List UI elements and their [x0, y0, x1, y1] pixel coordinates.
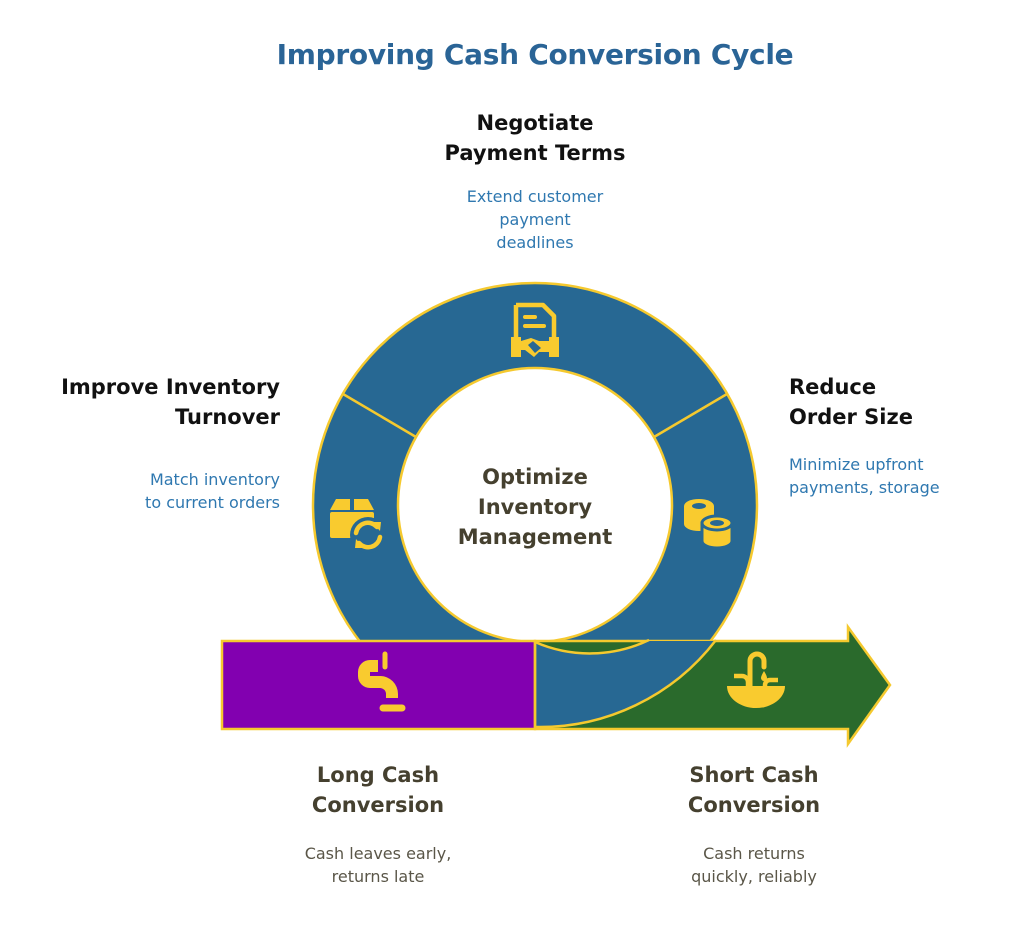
desc-line: Extend customer	[466, 187, 604, 206]
desc-line: payments, storage	[789, 478, 940, 497]
heading-line: Payment Terms	[444, 141, 626, 165]
desc-line: Cash leaves early,	[304, 844, 452, 863]
heading-line: Long Cash	[316, 763, 440, 787]
heading-line: Turnover	[175, 405, 280, 429]
outcome-desc-short: Cash returns quickly, reliably	[634, 842, 874, 888]
desc-line: payment	[499, 210, 571, 229]
center-line: Management	[457, 525, 613, 549]
heading-line: Order Size	[789, 405, 913, 429]
ring-lower-right	[535, 641, 715, 728]
ring-divider-left	[342, 392, 417, 439]
ring-outer-edge-lower-right	[534, 639, 717, 729]
diagram-title: Improving Cash Conversion Cycle	[276, 38, 794, 71]
ring-divider-right	[653, 392, 728, 439]
heading-line: Improve Inventory	[61, 375, 280, 399]
desc-line: returns late	[331, 867, 425, 886]
desc-line: to current orders	[145, 493, 280, 512]
heading-line: Short Cash	[689, 763, 819, 787]
desc-line: Match inventory	[149, 470, 280, 489]
desc-line: Minimize upfront	[789, 455, 924, 474]
heading-line: Negotiate	[476, 111, 594, 135]
segment-heading-order-size: Reduce Order Size	[789, 372, 1019, 432]
desc-line: Cash returns	[703, 844, 805, 863]
heading-line: Conversion	[311, 793, 445, 817]
outcome-heading-long: Long Cash Conversion	[258, 760, 498, 820]
center-line: Optimize	[482, 465, 588, 489]
contract-handshake-icon	[511, 302, 559, 357]
segment-desc-order-size: Minimize upfront payments, storage	[789, 453, 1019, 499]
segment-heading-inventory: Improve Inventory Turnover	[20, 372, 280, 432]
sink-faucet-icon	[727, 651, 785, 708]
outcome-desc-long: Cash leaves early, returns late	[258, 842, 498, 888]
segment-desc-inventory: Match inventory to current orders	[60, 468, 280, 514]
segment-heading-negotiate: Negotiate Payment Terms	[385, 108, 685, 168]
center-line: Inventory	[477, 495, 593, 519]
coin-stacks-icon	[684, 499, 734, 550]
desc-line: quickly, reliably	[691, 867, 817, 886]
center-label: Optimize Inventory Management	[425, 462, 645, 552]
box-refresh-icon	[330, 499, 386, 553]
desc-line: deadlines	[496, 233, 574, 252]
dripping-pipe-icon	[358, 651, 406, 712]
segment-desc-negotiate: Extend customer payment deadlines	[405, 185, 665, 254]
outcome-heading-short: Short Cash Conversion	[634, 760, 874, 820]
ring-inner-edge-lower-right	[534, 638, 650, 655]
heading-line: Conversion	[687, 793, 821, 817]
heading-line: Reduce	[789, 375, 877, 399]
